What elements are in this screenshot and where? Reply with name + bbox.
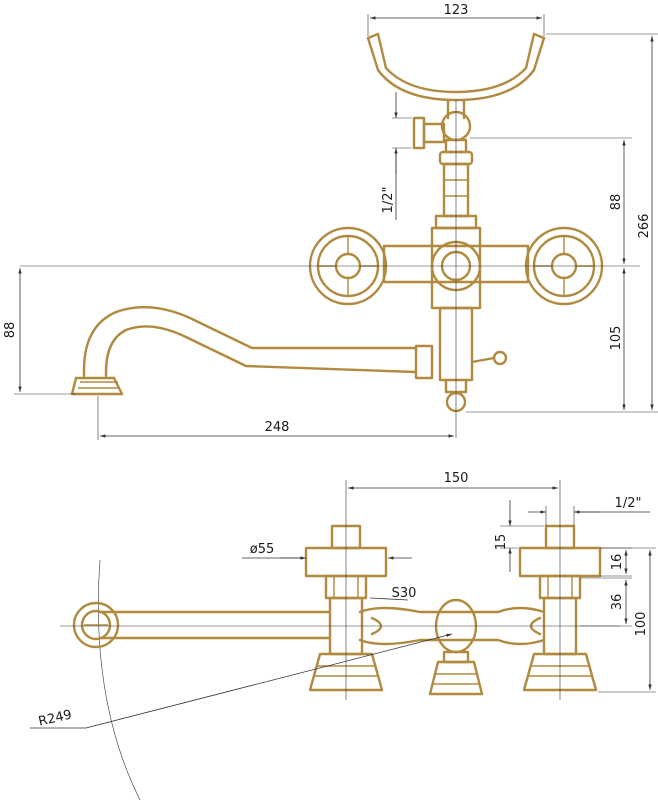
top-view: 150 1/2" 15 ø55 S30 — [30, 471, 656, 800]
dim-label-88-right: 88 — [609, 194, 624, 211]
spout-top — [72, 601, 332, 649]
dim-label-150: 150 — [444, 471, 469, 486]
dim-label-105: 105 — [609, 326, 624, 351]
dim-248: 248 — [97, 396, 454, 440]
dim-label-inlet-bottom: 1/2" — [615, 496, 642, 511]
shower-column — [412, 110, 474, 218]
dim-wrench-s30: S30 — [369, 586, 417, 601]
swing-arc — [98, 559, 141, 800]
center-body — [358, 598, 546, 696]
dim-label-s30: S30 — [392, 586, 417, 601]
dim-15: 15 — [494, 500, 544, 572]
dim-label-holder-width: 123 — [444, 3, 469, 18]
dim-inlet-thread-top: 1/2" — [381, 92, 412, 220]
dim-123: 123 — [367, 3, 545, 36]
dim-label-266: 266 — [637, 214, 652, 239]
diverter — [414, 306, 508, 413]
dim-266: 266 — [466, 33, 658, 413]
centerlines-top — [20, 100, 640, 438]
dim-label-100: 100 — [634, 612, 649, 637]
dim-label-15: 15 — [494, 534, 509, 551]
dim-100: 100 — [598, 547, 656, 693]
dim-diameter-55: ø55 — [242, 542, 412, 560]
spout — [70, 306, 418, 396]
dim-105: 105 — [609, 268, 626, 410]
dim-label-16: 16 — [610, 554, 625, 571]
dim-88-left: 88 — [3, 268, 76, 395]
dim-radius-249: R249 — [30, 633, 453, 730]
dim-label-r249: R249 — [37, 707, 73, 729]
dim-label-88-left: 88 — [3, 322, 18, 339]
front-view: 123 1/2" 88 266 105 — [3, 3, 658, 440]
dim-16: 16 — [600, 547, 632, 577]
centerlines-bottom — [60, 480, 620, 700]
dim-label-36: 36 — [610, 594, 625, 611]
dim-150: 150 — [348, 471, 558, 490]
dim-label-diameter: ø55 — [250, 542, 275, 557]
dim-inlet-thread-bottom: 1/2" — [528, 496, 650, 526]
dim-36: 36 — [580, 577, 632, 627]
dim-label-inlet-top: 1/2" — [381, 187, 396, 214]
dim-88-right: 88 — [470, 137, 632, 264]
dim-label-248: 248 — [265, 420, 290, 435]
